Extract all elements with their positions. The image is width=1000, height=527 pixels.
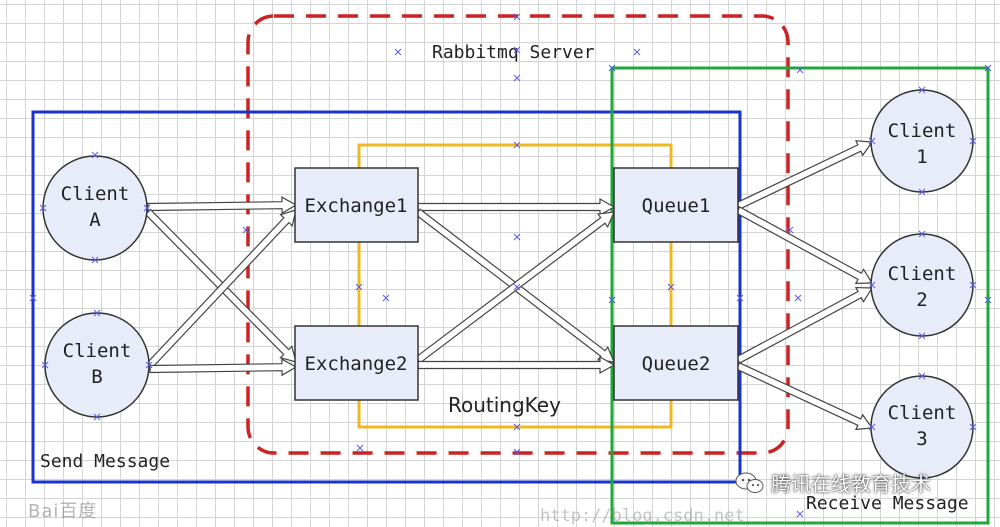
cross-marker	[969, 281, 977, 289]
routing-key-label: RoutingKey	[448, 393, 561, 417]
cross-marker	[868, 137, 876, 145]
cross-marker	[513, 448, 521, 456]
server-label: Rabbitmq Server	[432, 42, 595, 63]
cross-marker	[513, 74, 521, 82]
client-b-id: B	[91, 366, 102, 388]
cross-marker	[969, 423, 977, 431]
send-message-frame	[31, 110, 742, 484]
flow-arrows	[144, 140, 874, 431]
cross-marker	[736, 294, 744, 302]
queue2-label: Queue2	[642, 353, 711, 375]
arrow-exchange2-to-queue1	[415, 211, 615, 364]
cross-marker	[513, 233, 521, 241]
arrow-queue2-to-client3	[735, 362, 874, 431]
client-a-node: Client A	[42, 155, 148, 261]
cross-marker	[608, 64, 616, 72]
arrow-queue1-to-client1	[735, 140, 874, 210]
arrow-exchange2-to-queue2	[417, 355, 616, 375]
cross-marker	[356, 444, 364, 452]
cross-marker	[633, 48, 641, 56]
cross-marker	[984, 296, 992, 304]
cross-marker	[513, 141, 521, 149]
arrow-a-to-exchange1	[147, 196, 298, 215]
cross-marker	[513, 13, 521, 21]
connection-markers	[29, 13, 992, 518]
watermark-text: 腾讯在线教育技术	[771, 472, 931, 496]
exchange2-node: Exchange2	[294, 325, 419, 401]
cross-marker	[918, 86, 926, 94]
arrow-exchange1-to-queue1	[417, 197, 616, 217]
client-3-id: 3	[916, 428, 927, 450]
cross-marker	[918, 332, 926, 340]
url-watermark: http://blog.csdn.net	[540, 506, 745, 526]
wechat-watermark: 腾讯在线教育技术	[735, 468, 931, 497]
client-3-label: Client	[888, 402, 957, 424]
cross-marker	[513, 423, 521, 431]
receive-message-label: Receive Message	[806, 493, 969, 514]
cross-marker	[91, 151, 99, 159]
cross-marker	[394, 48, 402, 56]
routing-frame	[357, 143, 673, 429]
cross-marker	[868, 423, 876, 431]
cross-marker	[667, 283, 675, 291]
cross-marker	[382, 294, 390, 302]
cross-marker	[918, 372, 926, 380]
queue1-label: Queue1	[642, 195, 711, 217]
client-3-node: Client 3	[870, 375, 974, 479]
queue2-node: Queue2	[613, 325, 739, 401]
cross-marker	[513, 283, 521, 291]
cross-marker	[39, 204, 47, 212]
exchange2-label: Exchange2	[305, 353, 408, 375]
client-b-node: Client B	[44, 312, 150, 418]
client-a-label: Client	[61, 183, 130, 205]
client-1-node: Client 1	[870, 89, 974, 193]
wechat-icon	[735, 472, 765, 494]
client-b-label: Client	[63, 340, 132, 362]
exchange1-label: Exchange1	[305, 195, 408, 217]
baidu-watermark: Bai百度	[28, 501, 98, 522]
arrow-queue2-to-client2	[735, 286, 874, 364]
queue1-node: Queue1	[613, 167, 739, 243]
arrow-b-to-exchange2	[149, 358, 298, 377]
client-1-label: Client	[888, 120, 957, 142]
cross-marker	[969, 137, 977, 145]
cross-marker	[794, 294, 802, 302]
cross-marker	[355, 283, 363, 291]
cross-marker	[786, 226, 794, 234]
arrow-queue1-to-client2	[735, 206, 874, 284]
client-2-node: Client 2	[870, 233, 974, 337]
exchange1-node: Exchange1	[294, 167, 419, 243]
send-message-label: Send Message	[40, 451, 170, 472]
client-1-id: 1	[916, 146, 927, 168]
cross-marker	[242, 226, 250, 234]
cross-marker	[93, 309, 101, 317]
cross-marker	[918, 474, 926, 482]
cross-marker	[513, 46, 521, 54]
cross-marker	[918, 188, 926, 196]
cross-marker	[796, 510, 804, 518]
cross-marker	[91, 256, 99, 264]
cross-marker	[868, 281, 876, 289]
client-2-label: Client	[888, 263, 957, 285]
cross-marker	[984, 64, 992, 72]
cross-marker	[41, 361, 49, 369]
cross-marker	[93, 413, 101, 421]
arrow-b-to-exchange1	[146, 209, 297, 369]
cross-marker	[145, 361, 153, 369]
cross-marker	[918, 230, 926, 238]
cross-marker	[29, 294, 37, 302]
client-a-id: A	[89, 209, 101, 231]
cross-marker	[608, 296, 616, 304]
client-2-id: 2	[916, 289, 927, 311]
receive-message-frame	[610, 66, 990, 525]
cross-marker	[796, 66, 804, 74]
cross-marker	[143, 204, 151, 212]
